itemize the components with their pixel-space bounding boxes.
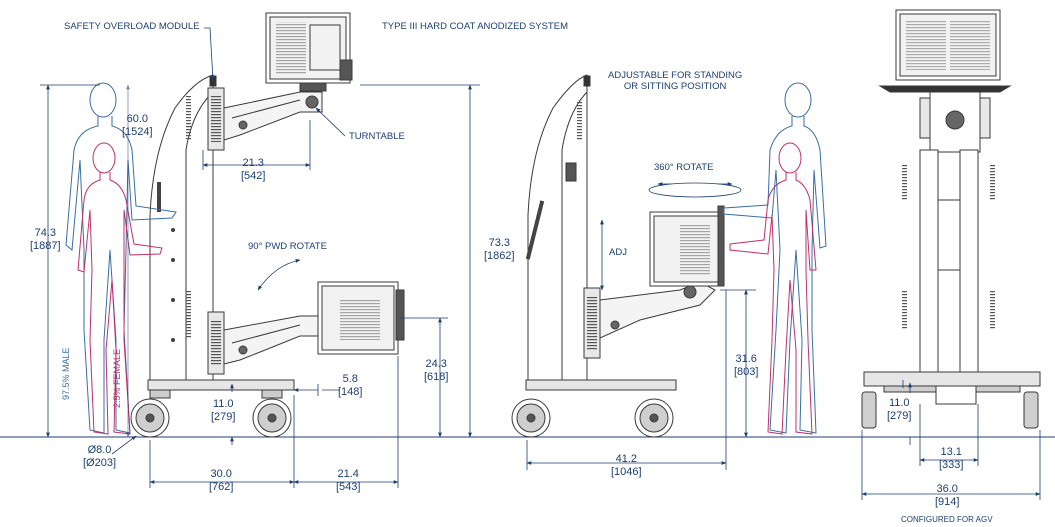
- dim-31-6-value: 31.6: [735, 353, 757, 365]
- female-figure-side: [77, 142, 163, 435]
- dim-36-0: 36.0 [914]: [935, 483, 959, 509]
- dim-74-3-value: 74.3: [34, 227, 56, 239]
- dim-41-2-value: 41.2: [615, 453, 637, 465]
- dim-30-0: 30.0 [762]: [209, 468, 233, 494]
- dim-21-4-value: 21.4: [337, 468, 359, 480]
- dim-30-0-metric: [762]: [209, 481, 234, 494]
- dim-11-0-side-metric: [279]: [211, 411, 236, 424]
- side-view-cart-2: [511, 74, 725, 438]
- female-figure-side-2: [729, 142, 817, 435]
- dim-31-6-metric: [803]: [734, 366, 759, 379]
- dim-13-1: 13.1 [333]: [939, 446, 963, 472]
- male-figure-side-2: [723, 82, 827, 434]
- dim-5-8-value: 5.8: [342, 373, 358, 385]
- dim-13-1-metric: [333]: [939, 459, 964, 472]
- dim-30-0-value: 30.0: [210, 468, 232, 480]
- dim-21-4: 21.4 [543]: [336, 468, 360, 494]
- dim-8-0-value: Ø8.0: [87, 444, 112, 456]
- dim-60-0-value: 60.0: [126, 113, 148, 125]
- dim-41-2-metric: [1046]: [611, 466, 642, 479]
- dim-24-3-value: 24.3: [425, 358, 447, 370]
- dim-41-2: 41.2 [1046]: [611, 453, 642, 479]
- dim-74-3-metric: [1887]: [30, 240, 61, 253]
- pwd-rotate-label: 90° PWD ROTATE: [248, 241, 327, 252]
- dim-73-3-value: 73.3: [488, 237, 510, 249]
- dim-24-3: 24.3 [618]: [424, 358, 448, 384]
- dim-8-0-metric: [Ø203]: [83, 457, 117, 470]
- dim-11-0-front-metric: [279]: [887, 410, 912, 423]
- adjustable-label: ADJUSTABLE FOR STANDING OR SITTING POSIT…: [608, 70, 743, 93]
- configured-label: CONFIGURED FOR AGV: [901, 515, 993, 524]
- adjustable-line-1: ADJUSTABLE FOR STANDING: [608, 70, 743, 81]
- safety-overload-label: SAFETY OVERLOAD MODULE: [64, 21, 200, 32]
- dim-11-0-side: 11.0 [279]: [211, 398, 235, 424]
- dim-11-0-front-value: 11.0: [888, 397, 910, 409]
- dim-21-3-value: 21.3: [242, 157, 264, 169]
- dim-11-0-side-value: 11.0: [212, 398, 234, 410]
- dimension-lines: [40, 27, 1041, 500]
- dim-24-3-metric: [618]: [424, 371, 449, 384]
- front-view-cart: [861, 9, 1041, 429]
- dim-5-8: 5.8 [148]: [338, 373, 362, 399]
- rotate-360-label: 360° ROTATE: [654, 162, 714, 173]
- dim-21-3-metric: [542]: [241, 170, 266, 183]
- dim-60-0: 60.0 [1524]: [122, 113, 153, 139]
- dim-60-0-metric: [1524]: [122, 126, 153, 139]
- side-view-cart: [130, 12, 405, 438]
- male-label: 97.5% MALE: [61, 347, 71, 400]
- dim-36-0-metric: [914]: [935, 496, 960, 509]
- adjustable-line-2: OR SITTING POSITION: [623, 80, 727, 92]
- dim-13-1-value: 13.1: [940, 446, 962, 458]
- dim-73-3-metric: [1862]: [484, 250, 515, 263]
- dim-74-3: 74.3 [1887]: [30, 227, 61, 253]
- dim-36-0-value: 36.0: [936, 483, 958, 495]
- dim-8-0: Ø8.0 [Ø203]: [83, 444, 116, 470]
- dim-21-3: 21.3 [542]: [241, 157, 265, 183]
- female-label: 2.5% FEMALE: [112, 348, 122, 408]
- dim-5-8-metric: [148]: [338, 386, 363, 399]
- dim-31-6: 31.6 [803]: [734, 353, 758, 379]
- turntable-label: TURNTABLE: [349, 131, 405, 142]
- dim-21-4-metric: [543]: [336, 481, 361, 494]
- dim-11-0-front: 11.0 [279]: [887, 397, 911, 423]
- anodized-label: TYPE III HARD COAT ANODIZED SYSTEM: [382, 21, 568, 32]
- adj-label: ADJ: [609, 247, 627, 258]
- dim-73-3: 73.3 [1862]: [484, 237, 515, 263]
